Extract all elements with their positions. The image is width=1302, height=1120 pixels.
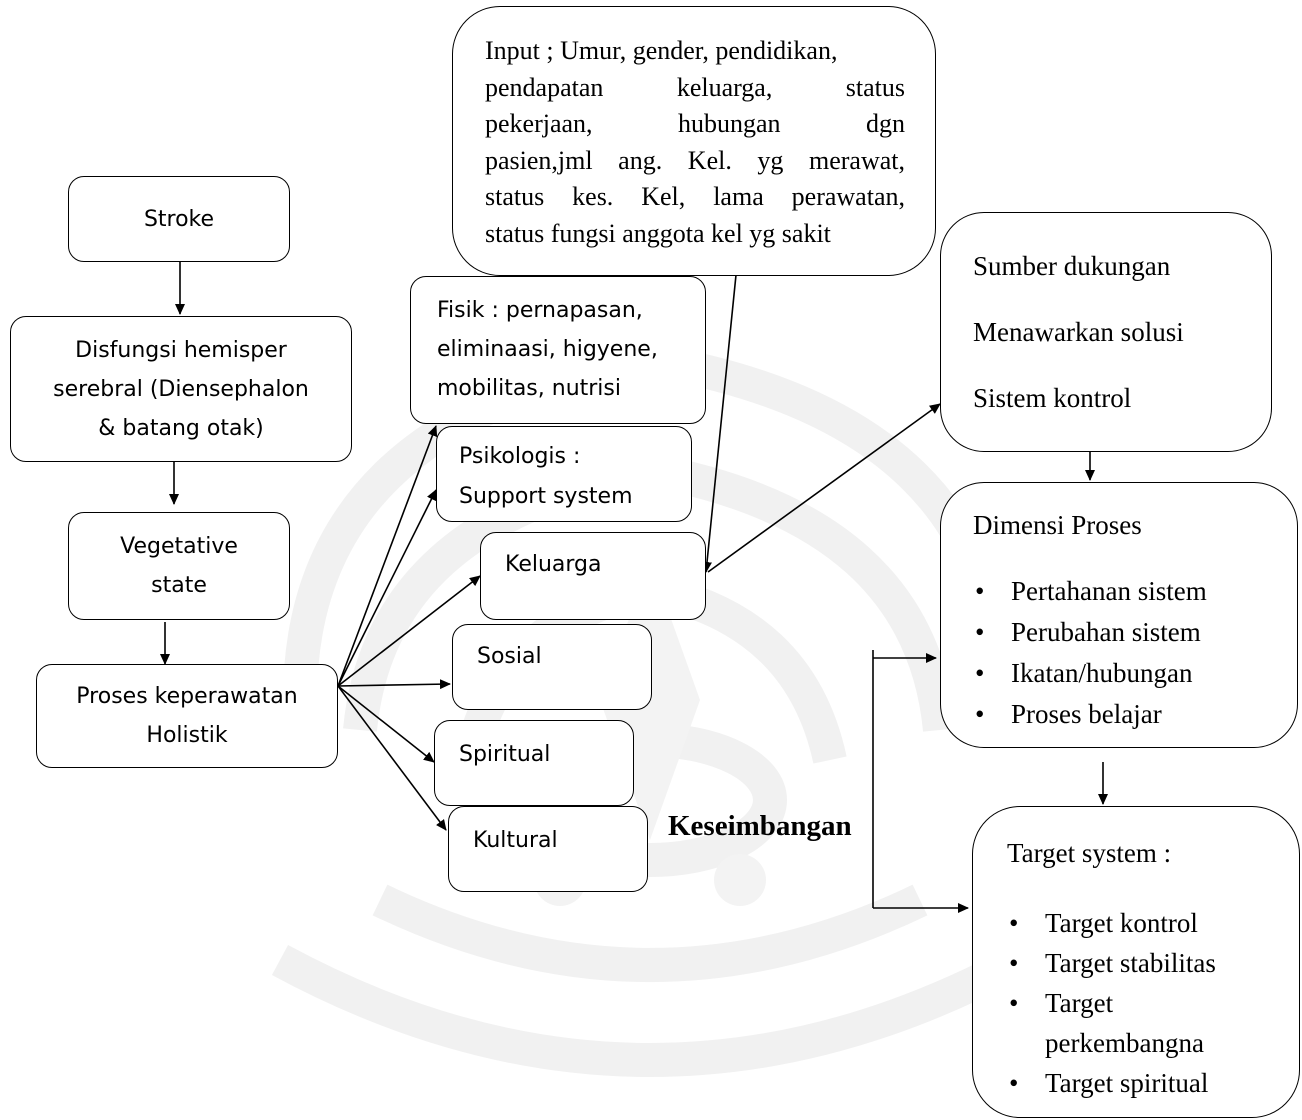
target-item: Target kontrol xyxy=(1007,903,1299,943)
target-item: Target spiritual xyxy=(1007,1063,1299,1103)
dimensi-title: Dimensi Proses xyxy=(973,510,1142,540)
sosial-box: Sosial xyxy=(452,624,652,710)
dimensi-item: Proses belajar xyxy=(973,694,1297,735)
kultural-label: Kultural xyxy=(473,828,558,853)
target-title: Target system : xyxy=(1007,838,1172,868)
fisik-box: Fisik : pernapasan, eliminaasi, higyene,… xyxy=(410,276,706,424)
input-line-2: pendapatan keluarga, status xyxy=(485,72,905,102)
disfungsi-line-2: serebral (Diensephalon xyxy=(53,376,309,402)
proses-line-1: Proses keperawatan xyxy=(76,684,298,709)
vegetative-line-1: Vegetative xyxy=(120,534,238,559)
input-line-1: Input ; Umur, gender, pendidikan, xyxy=(485,36,838,65)
target-item: Target perkembangna xyxy=(1007,983,1204,1063)
input-line-5: status kes. Kel, lama perawatan, xyxy=(485,182,905,211)
input-line-6: status fungsi anggota kel yg sakit xyxy=(485,218,831,248)
input-line-3: pekerjaan, hubungan dgn xyxy=(485,109,905,138)
target-list: Target kontrol Target stabilitas Target … xyxy=(1007,903,1299,1103)
dimensi-item: Ikatan/hubungan xyxy=(973,653,1297,694)
disfungsi-box: Disfungsi hemisper serebral (Diensephalo… xyxy=(10,316,352,462)
dimensi-list: Pertahanan sistem Perubahan sistem Ikata… xyxy=(973,571,1297,735)
vegetative-line-2: state xyxy=(151,573,207,598)
sumber-line-2: Menawarkan solusi xyxy=(973,317,1184,347)
fisik-line-3: mobilitas, nutrisi xyxy=(437,376,621,401)
stroke-box: Stroke xyxy=(68,176,290,262)
keluarga-box: Keluarga xyxy=(480,532,706,620)
psikologis-line-2: Support system xyxy=(459,484,633,509)
psikologis-line-1: Psikologis : xyxy=(459,444,581,469)
keseimbangan-label: Keseimbangan xyxy=(668,810,852,842)
input-box: Input ; Umur, gender, pendidikan, pendap… xyxy=(452,6,936,276)
sumber-box: Sumber dukungan Menawarkan solusi Sistem… xyxy=(940,212,1272,452)
vegetative-box: Vegetative state xyxy=(68,512,290,620)
input-line-4: pasien,jml ang. Kel. yg merawat, xyxy=(485,145,905,175)
dimensi-item: Pertahanan sistem xyxy=(973,571,1297,612)
kultural-box: Kultural xyxy=(448,806,648,892)
fisik-line-1: Fisik : pernapasan, xyxy=(437,298,643,323)
keluarga-label: Keluarga xyxy=(505,552,602,577)
disfungsi-line-3: & batang otak) xyxy=(98,415,264,441)
proses-line-2: Holistik xyxy=(146,723,228,748)
target-item: Target stabilitas xyxy=(1007,943,1299,983)
proses-box: Proses keperawatan Holistik xyxy=(36,664,338,768)
sosial-label: Sosial xyxy=(477,644,542,669)
spiritual-label: Spiritual xyxy=(459,742,551,767)
target-box: Target system : Target kontrol Target st… xyxy=(972,806,1300,1118)
sumber-line-3: Sistem kontrol xyxy=(973,383,1132,413)
sumber-line-1: Sumber dukungan xyxy=(973,251,1171,281)
fisik-line-2: eliminaasi, higyene, xyxy=(437,337,658,362)
spiritual-box: Spiritual xyxy=(434,720,634,806)
stroke-label: Stroke xyxy=(143,206,215,232)
psikologis-box: Psikologis : Support system xyxy=(436,426,692,522)
disfungsi-line-1: Disfungsi hemisper xyxy=(75,337,287,363)
dimensi-item: Perubahan sistem xyxy=(973,612,1297,653)
dimensi-box: Dimensi Proses Pertahanan sistem Perubah… xyxy=(940,482,1298,748)
